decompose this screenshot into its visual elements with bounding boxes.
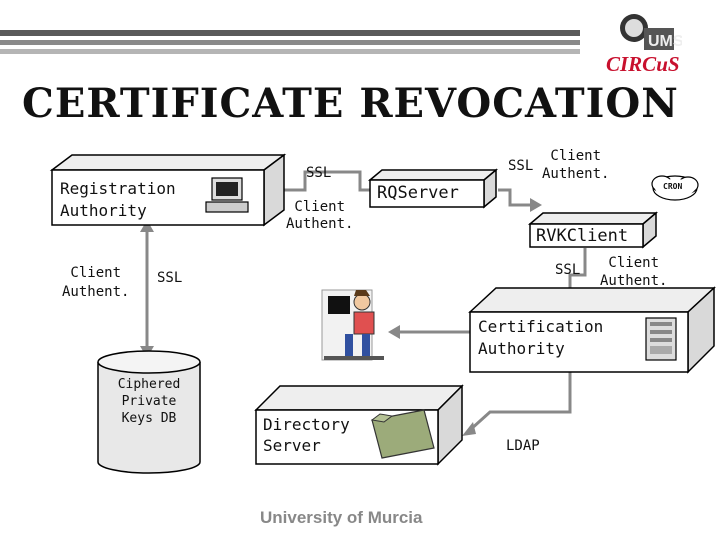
registration-authority-label: Registration Authority xyxy=(60,179,176,220)
circus-logo-icon: UMS xyxy=(620,14,682,50)
rvkclient-box-top xyxy=(527,212,659,225)
ra-box-top xyxy=(49,154,287,171)
rvkclient-label: RVKClient xyxy=(536,226,629,246)
rqserver-box xyxy=(369,179,485,208)
arrow-directory xyxy=(462,422,476,436)
client-authent-ca-label: Client Authent. xyxy=(600,255,668,289)
header-bar-mid xyxy=(0,40,580,45)
client-authent-rqserver-label: Client Authent. xyxy=(286,199,354,232)
database-label: Ciphered Private Keys DB xyxy=(117,377,181,426)
client-authent-top-right-label: Client Authent. xyxy=(542,148,610,182)
arrow-user xyxy=(388,325,400,339)
computer-icon xyxy=(205,177,249,213)
cron-cloud-icon xyxy=(651,175,699,201)
ssl-rqserver-label: SSL xyxy=(306,165,332,181)
folder-icon xyxy=(370,409,435,459)
cron-label: CRON xyxy=(663,182,683,191)
ldap-label: LDAP xyxy=(506,438,540,454)
logo-text: CIRCuS xyxy=(606,52,680,76)
directory-box-top xyxy=(254,385,464,411)
ssl-ca-label: SSL xyxy=(555,262,581,278)
link-ra-rqserver xyxy=(275,170,376,192)
db-cylinder-top xyxy=(97,350,201,374)
client-authent-ra-label: Client Authent. xyxy=(62,265,130,300)
page-title: CERTIFICATE REVOCATION xyxy=(22,80,679,127)
link-ca-directory xyxy=(468,372,572,432)
user-at-desk-icon xyxy=(321,289,384,361)
header-bar-bottom xyxy=(0,49,580,54)
arrow-rvkclient xyxy=(530,198,542,212)
rqserver-label: RQServer xyxy=(377,183,459,203)
db-cylinder xyxy=(97,362,201,474)
ca-box-top xyxy=(468,287,716,313)
arrow-ra-up xyxy=(140,220,154,232)
rvkclient-box xyxy=(529,223,644,248)
footer-text: University of Murcia xyxy=(260,508,423,527)
ssl-ra-label: SSL xyxy=(157,270,183,286)
server-icon xyxy=(645,317,677,361)
svg-text:UMS: UMS xyxy=(648,33,682,50)
certification-authority-label: Certification Authority xyxy=(478,317,604,358)
ssl-top-right-label: SSL xyxy=(508,158,534,174)
link-rqserver-rvkclient xyxy=(498,188,530,207)
rqserver-box-top xyxy=(367,169,499,181)
directory-server-label: Directory Server xyxy=(263,415,350,455)
header-bar-top xyxy=(0,30,580,36)
